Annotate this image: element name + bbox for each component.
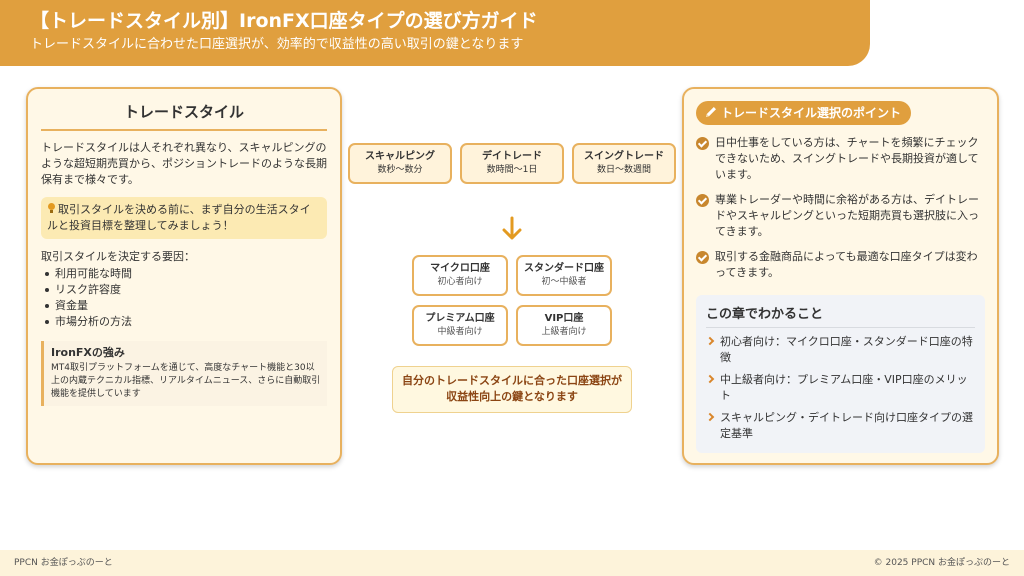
- style-name: デイトレード: [482, 151, 542, 162]
- account-name: スタンダード口座: [524, 263, 604, 274]
- style-scalping[interactable]: スキャルピング 数秒〜数分: [348, 143, 452, 184]
- check-circle-icon: [696, 251, 709, 264]
- points-pill-label: トレードスタイル選択のポイント: [721, 106, 902, 120]
- chapter-list: 初心者向け：マイクロ口座・スタンダード口座の特徴 中上級者向け：プレミアム口座・…: [705, 334, 975, 442]
- style-name: スキャルピング: [365, 151, 435, 162]
- list-item: 専業トレーダーや時間に余裕がある方は、デイトレードやスキャルピングといった短期売…: [696, 192, 985, 240]
- style-swingtrade[interactable]: スイングトレード 数日〜数週間: [572, 143, 676, 184]
- key-message-line1: 自分のトレードスタイルに合った口座選択が: [402, 374, 622, 387]
- footer-brand: PPCN お金ぽっぷのーと: [14, 558, 113, 568]
- account-level: 初〜中級者: [541, 277, 587, 287]
- header-banner: 【トレードスタイル別】IronFX口座タイプの選び方ガイド トレードスタイルに合…: [0, 0, 870, 66]
- account-level: 初心者向け: [437, 277, 483, 287]
- account-level: 上級者向け: [541, 327, 587, 337]
- chevron-right-icon: [705, 374, 715, 384]
- point-list: 日中仕事をしている方は、チャートを頻繁にチェックできないため、スイングトレードや…: [696, 135, 985, 281]
- points-pill: トレードスタイル選択のポイント: [696, 101, 912, 125]
- ironfx-strength-box: IronFXの強み MT4取引プラットフォームを通じて、高度なチャート機能と30…: [41, 341, 327, 406]
- account-micro[interactable]: マイクロ口座 初心者向け: [412, 255, 508, 296]
- page-subtitle: トレードスタイルに合わせた口座選択が、効率的で収益性の高い取引の鍵となります: [30, 37, 524, 52]
- list-item: 市場分析の方法: [41, 314, 327, 330]
- chapter-item-text: 中上級者向け：プレミアム口座・VIP口座のメリット: [720, 373, 968, 402]
- account-level: 中級者向け: [437, 327, 483, 337]
- chapter-summary-box: この章でわかること 初心者向け：マイクロ口座・スタンダード口座の特徴 中上級者向…: [696, 295, 985, 453]
- list-item: 初心者向け：マイクロ口座・スタンダード口座の特徴: [705, 334, 975, 366]
- hint-box: 取引スタイルを決める前に、まず自分の生活スタイルと投資目標を整理してみましょう！: [41, 197, 327, 239]
- arrow-down-icon: [502, 216, 522, 240]
- account-standard[interactable]: スタンダード口座 初〜中級者: [516, 255, 612, 296]
- footer-copyright: © 2025 PPCN お金ぽっぷのーと: [873, 558, 1010, 568]
- pencil-icon: [706, 107, 716, 117]
- selection-points-card: トレードスタイル選択のポイント 日中仕事をしている方は、チャートを頻繁にチェック…: [682, 87, 999, 465]
- page-title: 【トレードスタイル別】IronFX口座タイプの選び方ガイド: [30, 10, 538, 32]
- factor-list: 利用可能な時間 リスク許容度 資金量 市場分析の方法: [41, 266, 327, 330]
- list-item: 資金量: [41, 298, 327, 314]
- point-text: 日中仕事をしている方は、チャートを頻繁にチェックできないため、スイングトレードや…: [715, 136, 979, 181]
- hint-text: 取引スタイルを決める前に、まず自分の生活スタイルと投資目標を整理してみましょう！: [47, 203, 311, 232]
- key-message-line2: 収益性向上の鍵となります: [446, 390, 578, 403]
- style-daytrade[interactable]: デイトレード 数時間〜1日: [460, 143, 564, 184]
- style-duration: 数時間〜1日: [486, 165, 538, 175]
- account-name: プレミアム口座: [425, 313, 495, 324]
- style-duration: 数秒〜数分: [377, 165, 423, 175]
- chevron-right-icon: [705, 412, 715, 422]
- chapter-item-text: スキャルピング・デイトレード向け口座タイプの選定基準: [720, 411, 973, 440]
- point-text: 取引する金融商品によっても最適な口座タイプは変わってきます。: [715, 250, 978, 279]
- list-item: リスク許容度: [41, 282, 327, 298]
- chapter-title: この章でわかること: [706, 303, 975, 328]
- list-item: 利用可能な時間: [41, 266, 327, 282]
- account-name: マイクロ口座: [430, 263, 490, 274]
- check-circle-icon: [696, 137, 709, 150]
- style-name: スイングトレード: [584, 151, 664, 162]
- check-circle-icon: [696, 194, 709, 207]
- account-premium[interactable]: プレミアム口座 中級者向け: [412, 305, 508, 346]
- style-duration: 数日〜数週間: [596, 165, 651, 175]
- list-item: スキャルピング・デイトレード向け口座タイプの選定基準: [705, 410, 975, 442]
- strength-title: IronFXの強み: [51, 346, 125, 359]
- factors-title: 取引スタイルを決定する要因：: [41, 250, 195, 263]
- lightbulb-icon: [47, 203, 56, 214]
- trade-style-card: トレードスタイル トレードスタイルは人それぞれ異なり、スキャルピングのような超短…: [26, 87, 342, 465]
- trade-style-intro: トレードスタイルは人それぞれ異なり、スキャルピングのような超短期売買から、ポジシ…: [41, 141, 327, 186]
- list-item: 日中仕事をしている方は、チャートを頻繁にチェックできないため、スイングトレードや…: [696, 135, 985, 183]
- point-text: 専業トレーダーや時間に余裕がある方は、デイトレードやスキャルピングといった短期売…: [715, 193, 979, 238]
- key-message-box: 自分のトレードスタイルに合った口座選択が 収益性向上の鍵となります: [392, 366, 632, 413]
- chevron-right-icon: [705, 336, 715, 346]
- account-name: VIP口座: [544, 313, 584, 324]
- account-vip[interactable]: VIP口座 上級者向け: [516, 305, 612, 346]
- footer: PPCN お金ぽっぷのーと © 2025 PPCN お金ぽっぷのーと: [0, 550, 1024, 576]
- chapter-item-text: 初心者向け：マイクロ口座・スタンダード口座の特徴: [720, 335, 973, 364]
- list-item: 中上級者向け：プレミアム口座・VIP口座のメリット: [705, 372, 975, 404]
- trade-style-card-title: トレードスタイル: [41, 101, 327, 131]
- list-item: 取引する金融商品によっても最適な口座タイプは変わってきます。: [696, 249, 985, 281]
- strength-text: MT4取引プラットフォームを通じて、高度なチャート機能と30以上の内蔵テクニカル…: [51, 363, 321, 399]
